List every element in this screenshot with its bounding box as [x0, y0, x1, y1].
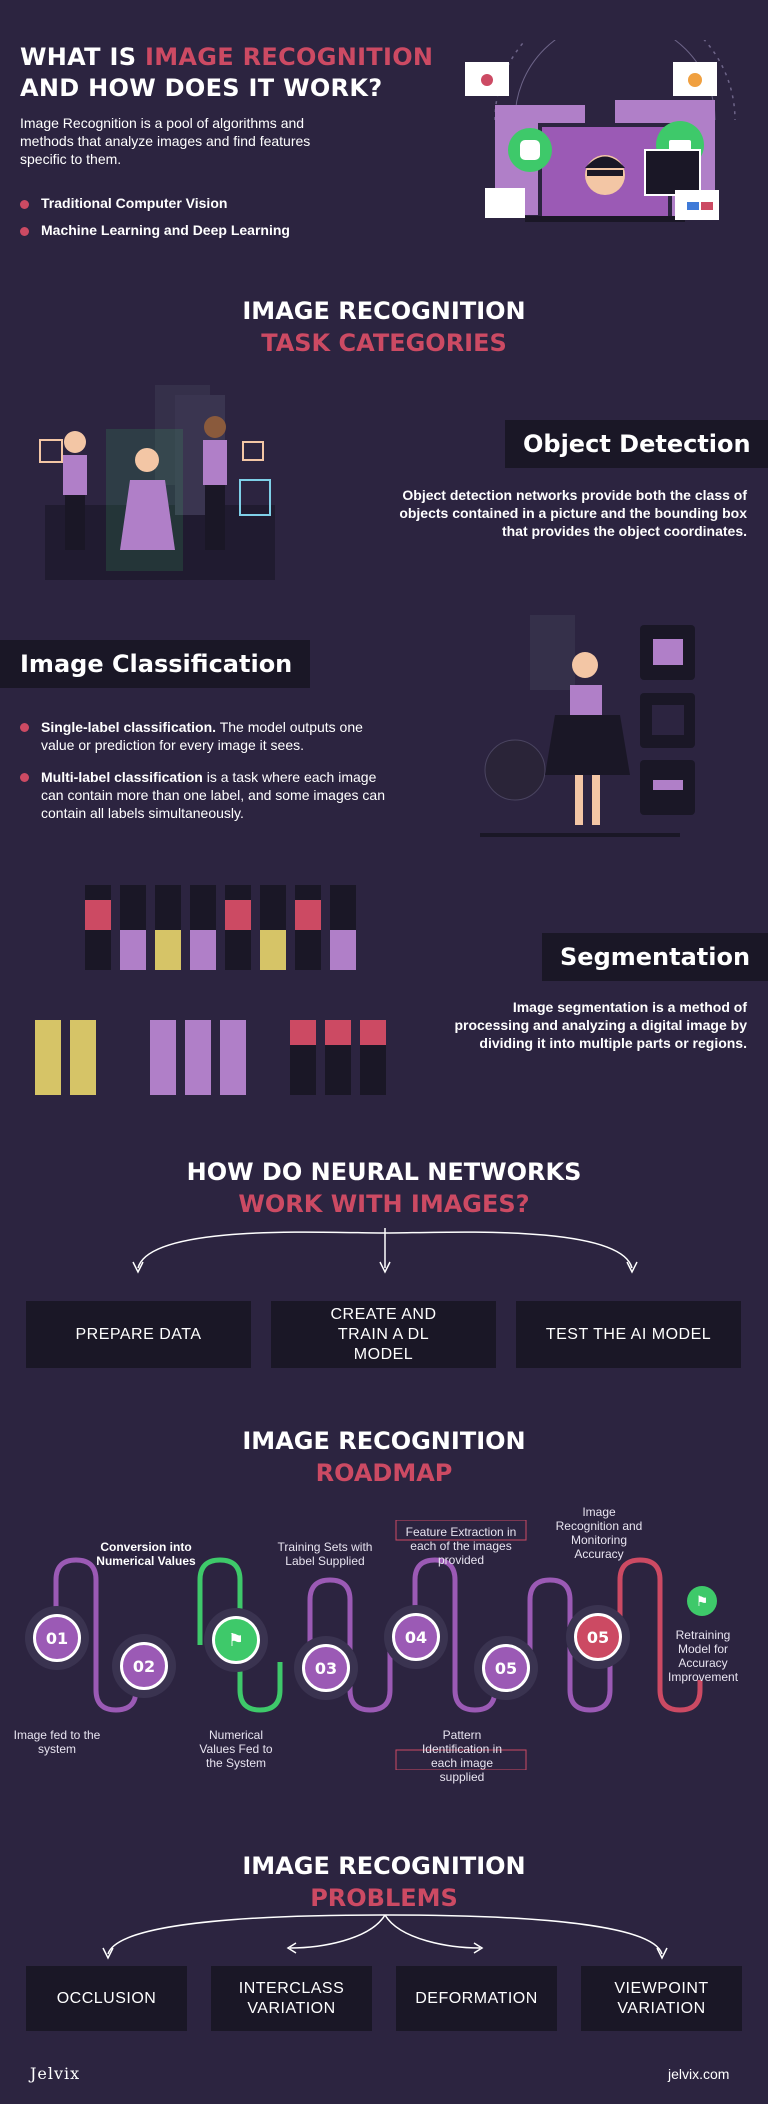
roadmap-retrain-flag: ⚑: [687, 1586, 717, 1616]
flag-icon: ⚑: [227, 1629, 245, 1651]
recognition-illustration: [465, 40, 736, 222]
bullet-dot: [20, 723, 29, 732]
segmentation-label: Segmentation: [542, 933, 768, 981]
label-monitoring: Image Recognition and Monitoring Accurac…: [555, 1505, 643, 1561]
main-title: WHAT IS IMAGE RECOGNITION AND HOW DOES I…: [20, 43, 434, 102]
roadmap-node-01: 01: [25, 1606, 89, 1670]
problem-interclass-variation: INTERCLASS VARIATION: [211, 1966, 372, 2031]
step-create-train: CREATE AND TRAIN A DL MODEL: [271, 1301, 496, 1368]
roadmap-node-05b: 05: [566, 1605, 630, 1669]
roadmap-node-04: 04: [384, 1605, 448, 1669]
intro-bullet: Traditional Computer Vision: [20, 195, 227, 211]
label-pattern: Pattern Identification in each image sup…: [421, 1728, 503, 1784]
flag-icon: ⚑: [695, 1592, 709, 1609]
intro-bullet: Machine Learning and Deep Learning: [20, 222, 290, 238]
step-test-model: TEST THE AI MODEL: [516, 1301, 741, 1368]
problems-title: IMAGE RECOGNITION PROBLEMS: [242, 1852, 526, 1912]
roadmap-node-05a: 05: [474, 1636, 538, 1700]
roadmap-node-03: 03: [294, 1636, 358, 1700]
roadmap-node-02: 02: [112, 1634, 176, 1698]
object-detection-illustration: [39, 385, 275, 580]
classification-item: Multi-label classification is a task whe…: [20, 768, 390, 822]
neural-title: HOW DO NEURAL NETWORKS WORK WITH IMAGES?: [186, 1158, 582, 1218]
object-detection-text: Object detection networks provide both t…: [399, 487, 747, 539]
image-classification-illustration: [480, 615, 695, 837]
problems-arrows: [102, 1914, 668, 1960]
object-detection-label: Object Detection: [505, 420, 768, 468]
bullet-dot: [20, 773, 29, 782]
brand-logo: Jelvix: [30, 2064, 81, 2083]
bullet-dot: [20, 227, 29, 236]
segmentation-illustration: [35, 885, 386, 1095]
label-numerical-fed: Numerical Values Fed to the System: [199, 1728, 273, 1770]
label-conversion: Conversion into Numerical Values: [96, 1540, 196, 1568]
image-classification-label: Image Classification: [0, 640, 310, 688]
label-image-fed: Image fed to the system: [13, 1728, 101, 1756]
problem-viewpoint-variation: VIEWPOINT VARIATION: [581, 1966, 742, 2031]
site-url[interactable]: jelvix.com: [668, 2066, 730, 2082]
classification-item: Single-label classification. The model o…: [20, 718, 380, 754]
tasks-title: IMAGE RECOGNITION TASK CATEGORIES: [242, 297, 526, 357]
roadmap-node-flag-green: ⚑: [204, 1608, 268, 1672]
intro-description: Image Recognition is a pool of algorithm…: [20, 115, 311, 167]
problem-occlusion: OCCLUSION: [26, 1966, 187, 2031]
roadmap-title: IMAGE RECOGNITION ROADMAP: [242, 1427, 526, 1487]
neural-arrows: [132, 1228, 638, 1274]
problem-deformation: DEFORMATION: [396, 1966, 557, 2031]
label-training-sets: Training Sets with Label Supplied: [277, 1540, 373, 1568]
step-prepare-data: PREPARE DATA: [26, 1301, 251, 1368]
segmentation-text: Image segmentation is a method of proces…: [454, 999, 747, 1051]
label-retraining: Retraining Model for Accuracy Improvemen…: [668, 1628, 739, 1684]
bullet-dot: [20, 200, 29, 209]
label-feature-extraction: Feature Extraction in each of the images…: [405, 1525, 517, 1567]
